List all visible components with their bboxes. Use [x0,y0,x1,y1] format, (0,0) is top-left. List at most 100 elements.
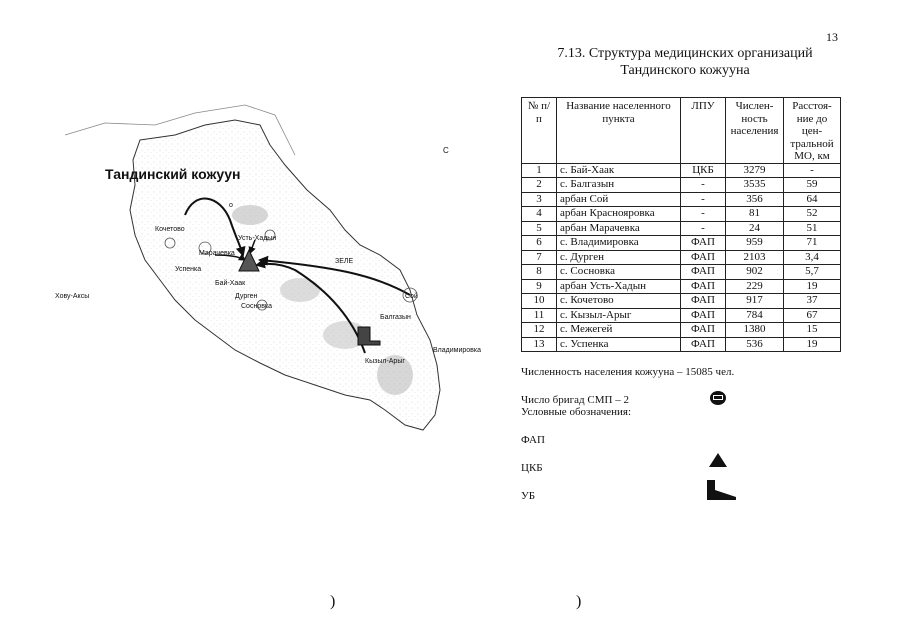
cell-population: 917 [725,293,784,309]
cell-distance: 37 [783,293,841,309]
cell-number: 11 [521,307,557,323]
cell-population: 24 [725,220,784,236]
cell-lpu: ФАП [680,322,726,338]
cell-distance: 5,7 [783,264,841,280]
cell-lpu: ФАП [680,264,726,280]
route-arrow [255,258,366,354]
legend-title: Условные обозначения: [521,406,632,418]
map-place-label: Успенка [175,266,201,273]
fap-marker-icon [164,237,176,249]
cell-distance: 3,4 [783,249,841,265]
cell-distance: 59 [783,177,841,193]
ambulance-icon [710,391,726,405]
cell-population: 229 [725,278,784,294]
ub-legend-icon [707,480,736,500]
map-small-label: о [229,202,233,209]
cell-distance: 51 [783,220,841,236]
district-outline [129,119,441,431]
cell-distance: 15 [783,322,841,338]
terrain-patch [232,205,268,225]
cell-lpu: - [680,191,726,207]
col-header-distance: Расстоя-ние до цен-тральной МО, км [783,97,841,164]
title-line-1: 7.13. Структура медицинских организаций [557,46,813,61]
cell-name: с. Успенка [556,336,681,352]
cell-number: 9 [521,278,557,294]
cell-name: с. Бай-Хаак [556,162,681,178]
terrain-patch [377,355,413,395]
map-place-label: Сой [405,292,418,300]
cell-name: с. Кочетово [556,293,681,309]
map-neighbor-label: Владимировка [433,347,481,354]
fap-marker-icon [198,241,212,255]
cell-population: 81 [725,206,784,222]
cell-lpu: ФАП [680,278,726,294]
legend-ub-label: УБ [521,490,536,502]
settlements-table: № п/п Название населенного пункта ЛПУ Чи… [521,97,841,352]
map-place-label: Кызыл-Арыг [365,358,405,365]
legend-ckb-label: ЦКБ [521,462,543,474]
fap-marker-icon [256,299,268,311]
footer-mark: ) [576,593,582,610]
col-header-population: Числен-ность населения [725,97,784,164]
cell-distance: 52 [783,206,841,222]
route-arrow [248,239,256,255]
cell-number: 3 [521,191,557,207]
cell-lpu: ФАП [680,336,726,352]
legend-fap-label: ФАП [521,434,545,446]
cell-lpu: ФАП [680,235,726,251]
map-place-label: Марачевка [199,250,235,257]
neighbor-boundary [64,104,296,156]
cell-name: арбан Марачевка [556,220,681,236]
cell-name: с. Межегей [556,322,681,338]
cell-distance: 71 [783,235,841,251]
map-place-label: Бай-Хаак [215,279,246,287]
terrain-patch [280,278,320,302]
footer-mark: ) [330,593,336,610]
cell-distance: 67 [783,307,841,323]
map-place-label: Дурген [235,293,258,300]
cell-number: 1 [521,162,557,178]
brigades-text: Число бригад СМП – 2 [521,394,629,406]
table-header-row: № п/п Название населенного пункта ЛПУ Чи… [521,97,841,164]
route-arrow [214,253,247,261]
cell-name: с. Балгазын [556,177,681,193]
page-title: 7.13. Структура медицинских организаций … [520,45,850,79]
cell-population: 902 [725,264,784,280]
cell-number: 10 [521,293,557,309]
cell-lpu: - [680,177,726,193]
terrain-patch [323,321,367,349]
cell-number: 6 [521,235,557,251]
col-header-number: № п/п [521,97,557,164]
cell-population: 3535 [725,177,784,193]
cell-number: 8 [521,264,557,280]
cell-lpu: ФАП [680,307,726,323]
cell-population: 2103 [725,249,784,265]
cell-population: 959 [725,235,784,251]
cell-population: 3279 [725,162,784,178]
col-header-name: Название населенного пункта [556,97,681,164]
map-corner-letter: С [443,146,449,155]
ub-marker-icon [357,326,381,346]
cell-name: с. Кызыл-Арыг [556,307,681,323]
cell-lpu: ФАП [680,249,726,265]
cell-distance: 19 [783,336,841,352]
route-arrow [258,255,411,296]
map-small-label: ЗЕЛЕ [335,258,353,265]
cell-population: 1380 [725,322,784,338]
map-region-title: Тандинский кожуун [105,166,240,182]
cell-number: 5 [521,220,557,236]
cell-lpu: - [680,206,726,222]
cell-name: с. Дурген [556,249,681,265]
map-place-label: Кочетово [155,226,185,233]
district-map: Тандинский кожуун С о ЗЕЛЕ Хову-Аксы Вла… [55,104,481,431]
